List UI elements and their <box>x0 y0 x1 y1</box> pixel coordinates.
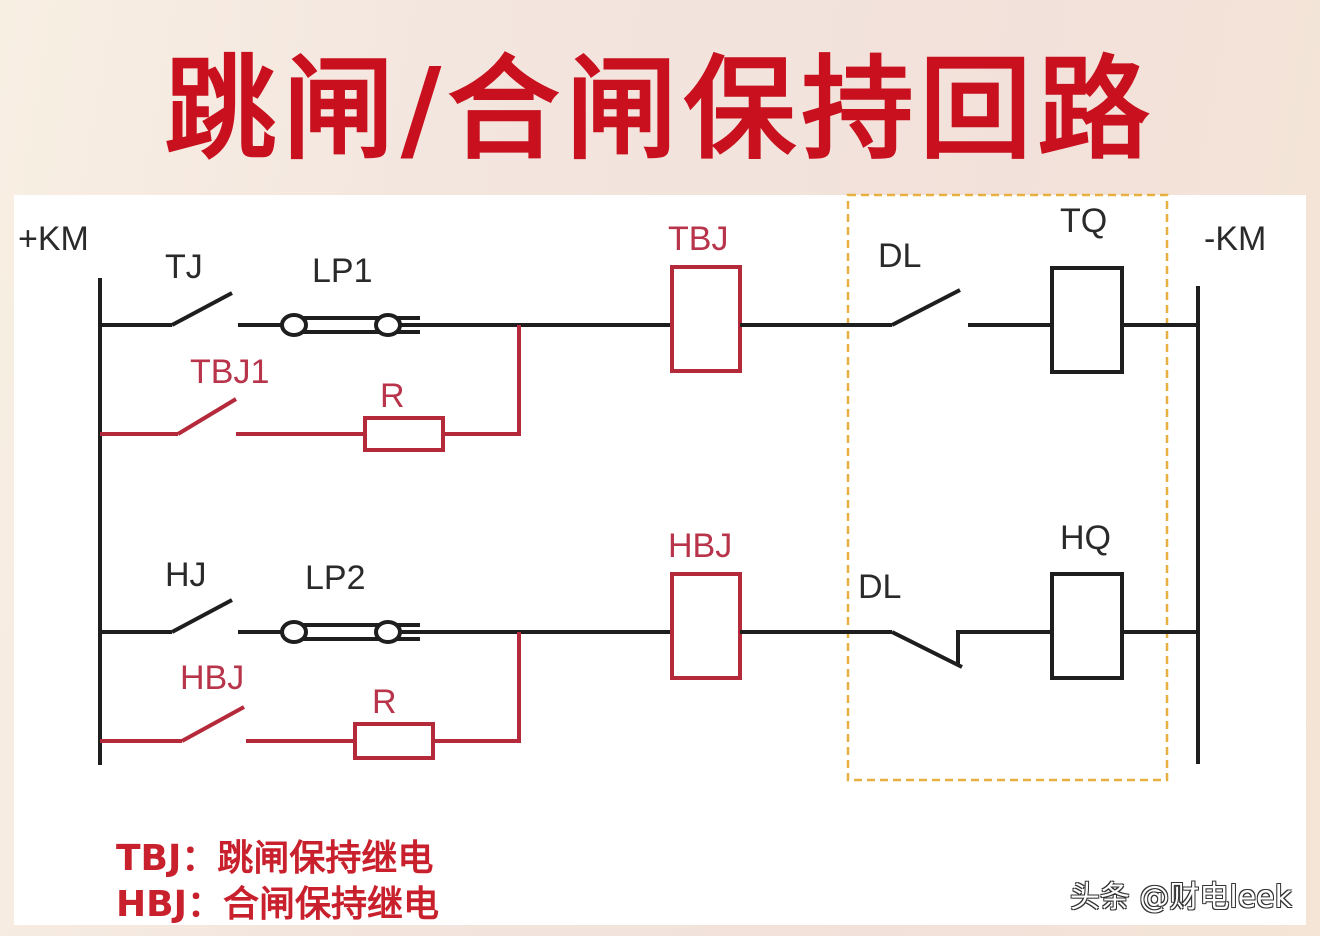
hold-wire <box>433 632 521 743</box>
close-circuit <box>100 572 1198 760</box>
tbj-relay-coil <box>670 265 742 373</box>
label-positive-bus: +KM <box>18 220 89 258</box>
legend: TBJ：跳闸保持继电 HBJ：合闸保持继电 <box>116 836 439 928</box>
label-hbj-relay: HBJ <box>668 527 732 565</box>
breaker-dashed-box <box>846 193 1169 782</box>
wire <box>956 630 1052 665</box>
label-tj: TJ <box>165 248 203 286</box>
close-resistor-r <box>353 722 435 760</box>
label-lp2: LP2 <box>305 559 366 597</box>
label-negative-bus: -KM <box>1204 220 1266 258</box>
label-resistor-bottom: R <box>372 683 397 721</box>
watermark: 头条 @财电leek <box>1069 880 1292 915</box>
label-tbj: TBJ <box>668 220 728 258</box>
lp1-pressplate-symbol <box>280 313 420 337</box>
dl-no-contact-blade <box>891 288 961 327</box>
hold-wire <box>443 325 521 436</box>
label-tq: TQ <box>1060 202 1107 240</box>
label-hj: HJ <box>165 556 207 594</box>
legend-desc: 跳闸保持继电 <box>217 838 434 879</box>
trip-circuit <box>100 265 1198 452</box>
dl-nc-contact-blade <box>891 630 963 669</box>
hj-contact-blade <box>171 598 233 634</box>
page-title: 跳闸/合闸保持回路 <box>164 45 1156 175</box>
label-dl-bottom: DL <box>858 568 901 606</box>
legend-item: HBJ：合闸保持继电 <box>116 882 439 928</box>
legend-item: TBJ：跳闸保持继电 <box>116 836 439 882</box>
label-lp1: LP1 <box>312 252 373 290</box>
hq-close-coil <box>1050 572 1124 680</box>
label-dl-top: DL <box>878 237 921 275</box>
legend-key: HBJ <box>116 884 187 925</box>
legend-key: TBJ <box>116 838 182 879</box>
label-resistor-top: R <box>380 377 405 415</box>
tj-contact-blade <box>171 291 233 327</box>
tbj1-contact-blade <box>176 397 238 436</box>
label-hq: HQ <box>1060 519 1111 557</box>
trip-resistor-r <box>363 416 445 452</box>
label-hbj-contact: HBJ <box>180 659 244 697</box>
legend-desc: 合闸保持继电 <box>222 884 439 925</box>
lp2-pressplate-symbol <box>280 620 420 644</box>
legend-sep: ： <box>181 838 218 879</box>
legend-sep: ： <box>186 884 223 925</box>
tq-trip-coil <box>1050 266 1124 374</box>
hbj-relay-coil <box>670 572 742 680</box>
label-tbj1: TBJ1 <box>190 353 269 391</box>
hbj-contact-blade <box>181 705 245 743</box>
